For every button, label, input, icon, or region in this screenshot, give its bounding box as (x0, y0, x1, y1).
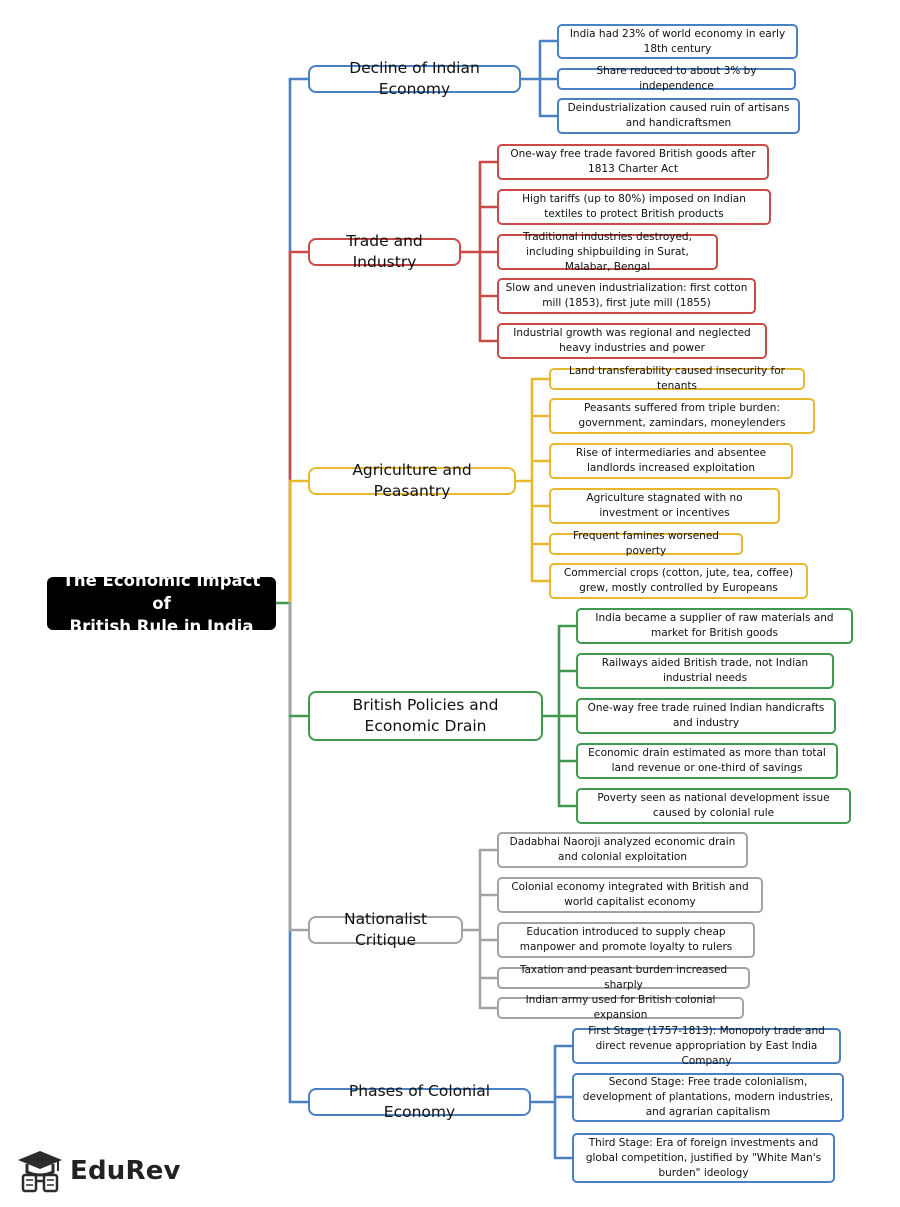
branch-agriculture-and-peasantry: Agriculture and Peasantry (308, 461, 516, 500)
leaf-policies-3: One-way free trade ruined Indian handicr… (576, 698, 836, 734)
leaf-agriculture-3: Rise of intermediaries and absentee land… (549, 443, 793, 479)
leaf-critique-1: Dadabhai Naoroji analyzed economic drain… (497, 832, 748, 868)
root-title-line-1: The Economic Impact of (62, 571, 261, 613)
leaf-agriculture-5: Frequent famines worsened poverty (549, 530, 743, 557)
leaf-policies-4: Economic drain estimated as more than to… (576, 743, 838, 779)
leaf-critique-5: Indian army used for British colonial ex… (497, 994, 744, 1021)
branch-nationalist-critique: Nationalist Critique (308, 910, 463, 949)
branch-decline-of-indian-economy: Decline of Indian Economy (308, 59, 521, 98)
branch-trade-and-industry: Trade and Industry (308, 232, 461, 271)
leaf-trade-2: High tariffs (up to 80%) imposed on Indi… (497, 189, 771, 225)
graduation-cap-icon (18, 1151, 62, 1193)
branch-british-policies-and-economic-drain: British Policies and Economic Drain (308, 691, 543, 741)
leaf-policies-2: Railways aided British trade, not Indian… (576, 653, 834, 689)
leaf-phases-2: Second Stage: Free trade colonialism, de… (572, 1073, 844, 1122)
root-node: The Economic Impact of British Rule in I… (47, 571, 276, 636)
leaf-decline-3: Deindustrialization caused ruin of artis… (557, 98, 800, 134)
leaf-agriculture-4: Agriculture stagnated with no investment… (549, 488, 780, 524)
leaf-agriculture-6: Commercial crops (cotton, jute, tea, cof… (549, 563, 808, 599)
root-title-line-2: British Rule in India (69, 617, 254, 636)
leaf-trade-5: Industrial growth was regional and negle… (497, 323, 767, 359)
logo-text: EduRev (70, 1156, 181, 1186)
leaf-policies-1: India became a supplier of raw materials… (576, 608, 853, 644)
leaf-trade-1: One-way free trade favored British goods… (497, 144, 769, 180)
leaf-agriculture-1: Land transferability caused insecurity f… (549, 365, 805, 392)
edurev-logo: EduRev (16, 1147, 181, 1195)
leaf-critique-3: Education introduced to supply cheap man… (497, 922, 755, 958)
leaf-trade-4: Slow and uneven industrialization: first… (497, 278, 756, 314)
leaf-decline-1: India had 23% of world economy in early … (557, 24, 798, 59)
leaf-policies-5: Poverty seen as national development iss… (576, 788, 851, 824)
leaf-critique-4: Taxation and peasant burden increased sh… (497, 964, 750, 991)
leaf-agriculture-2: Peasants suffered from triple burden: go… (549, 398, 815, 434)
leaf-critique-2: Colonial economy integrated with British… (497, 877, 763, 913)
leaf-phases-3: Third Stage: Era of foreign investments … (572, 1133, 835, 1183)
branch-phases-of-colonial-economy: Phases of Colonial Economy (308, 1082, 531, 1121)
leaf-decline-2: Share reduced to about 3% by independenc… (557, 65, 796, 92)
leaf-phases-1: First Stage (1757-1813): Monopoly trade … (572, 1025, 841, 1067)
leaf-trade-3: Traditional industries destroyed, includ… (497, 231, 718, 273)
